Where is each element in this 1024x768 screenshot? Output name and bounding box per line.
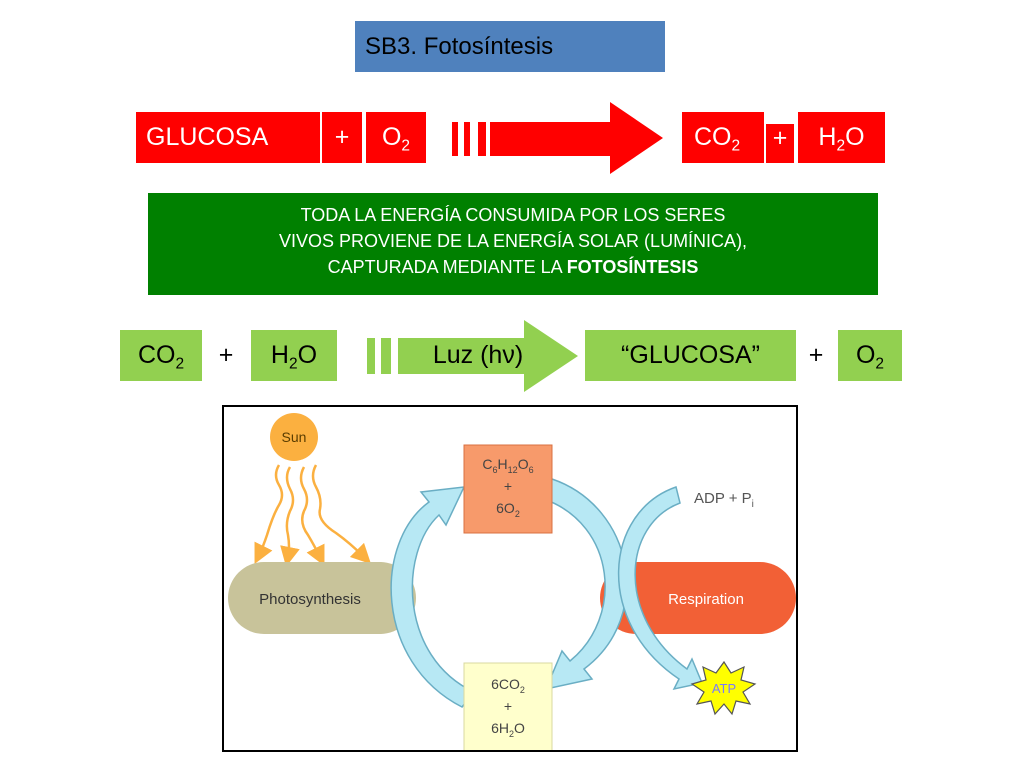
cycle-diagram-frame: Sun Photosynthesis Respiration: [222, 405, 798, 752]
arrow-tail-bar-3: [478, 122, 486, 156]
glucose-formula: C6H12O6: [482, 456, 533, 475]
glucose-label: GLUCOSA: [146, 123, 269, 151]
cycle-arrow-right: [543, 478, 628, 691]
h2o-label: H2O: [818, 123, 865, 155]
slide-title: SB3. Fotosíntesis: [355, 21, 665, 72]
respiration-label: Respiration: [668, 591, 744, 608]
arrow-tail-bar-1: [367, 338, 375, 374]
co2-box: CO2: [682, 112, 764, 163]
cycle-diagram: Sun Photosynthesis Respiration: [228, 413, 796, 750]
arrow-tail-bar-2: [381, 338, 391, 374]
arrow-body: [490, 102, 663, 174]
h2o-box: H2O: [798, 112, 885, 163]
sun-icon: Sun: [270, 413, 318, 461]
water-formula-box: 6CO2 + 6H2O: [463, 662, 553, 750]
energy-note: TODA LA ENERGÍA CONSUMIDA POR LOS SERES …: [148, 193, 878, 295]
ps-h2o-box: H2O: [251, 330, 337, 381]
photosynthesis-pill: Photosynthesis: [228, 562, 416, 634]
sun-rays: [254, 464, 372, 567]
light-label: Luz (hν): [432, 341, 524, 369]
arrow-tail-bar-2: [464, 122, 470, 156]
energy-note-line-3: CAPTURADA MEDIANTE LA FOTOSÍNTESIS: [327, 257, 699, 277]
water-plus: +: [504, 698, 512, 714]
plus-sign-2: +: [766, 124, 794, 163]
atp-star-icon: ATP: [690, 660, 757, 716]
h2o-formula: 6H2O: [491, 720, 525, 739]
energy-note-line-1: TODA LA ENERGÍA CONSUMIDA POR LOS SERES: [300, 205, 726, 225]
sun-label: Sun: [282, 429, 307, 445]
adp-label: ADP + Pi: [694, 490, 754, 510]
ps-plus-1: +: [218, 341, 234, 369]
ps-glucose-box: “GLUCOSA”: [585, 330, 796, 381]
ps-h2o-label: H2O: [270, 341, 318, 373]
glucose-formula-box: C6H12O6 + 6O2: [463, 444, 553, 534]
arrow-body: [398, 320, 578, 392]
co2-label: CO2: [694, 123, 741, 155]
ps-co2-box: CO2: [120, 330, 202, 381]
respiration-pill: Respiration: [600, 562, 796, 634]
ps-co2-label: CO2: [137, 341, 185, 373]
arrow-tail-bar-1: [452, 122, 458, 156]
plus-sign: +: [334, 123, 350, 151]
glucose-box: GLUCOSA: [136, 112, 320, 163]
energy-note-line-2: VIVOS PROVIENE DE LA ENERGÍA SOLAR (LUMÍ…: [278, 231, 748, 251]
o2-box: O2: [366, 112, 426, 163]
cycle-arrow-left: [390, 486, 476, 708]
ps-o2-box: O2: [838, 330, 902, 381]
adp-atp-arrow: [617, 486, 704, 691]
o2-label: O2: [381, 123, 411, 155]
plus-box-1: +: [322, 112, 362, 163]
oxygen-formula: 6O2: [496, 500, 520, 519]
photosynthesis-label: Photosynthesis: [259, 591, 361, 608]
glucose-plus: +: [504, 478, 512, 494]
red-reaction-arrow: [452, 102, 663, 174]
ps-glucose-label: “GLUCOSA”: [621, 341, 760, 369]
slide-title-text: SB3. Fotosíntesis: [365, 33, 554, 60]
green-reaction-arrow: [367, 320, 578, 392]
fotosintesis-bold: FOTOSÍNTESIS: [566, 257, 699, 277]
ps-plus-2: +: [808, 341, 824, 369]
co2-formula: 6CO2: [491, 676, 525, 695]
atp-label: ATP: [712, 681, 736, 696]
ps-o2-label: O2: [855, 341, 885, 373]
